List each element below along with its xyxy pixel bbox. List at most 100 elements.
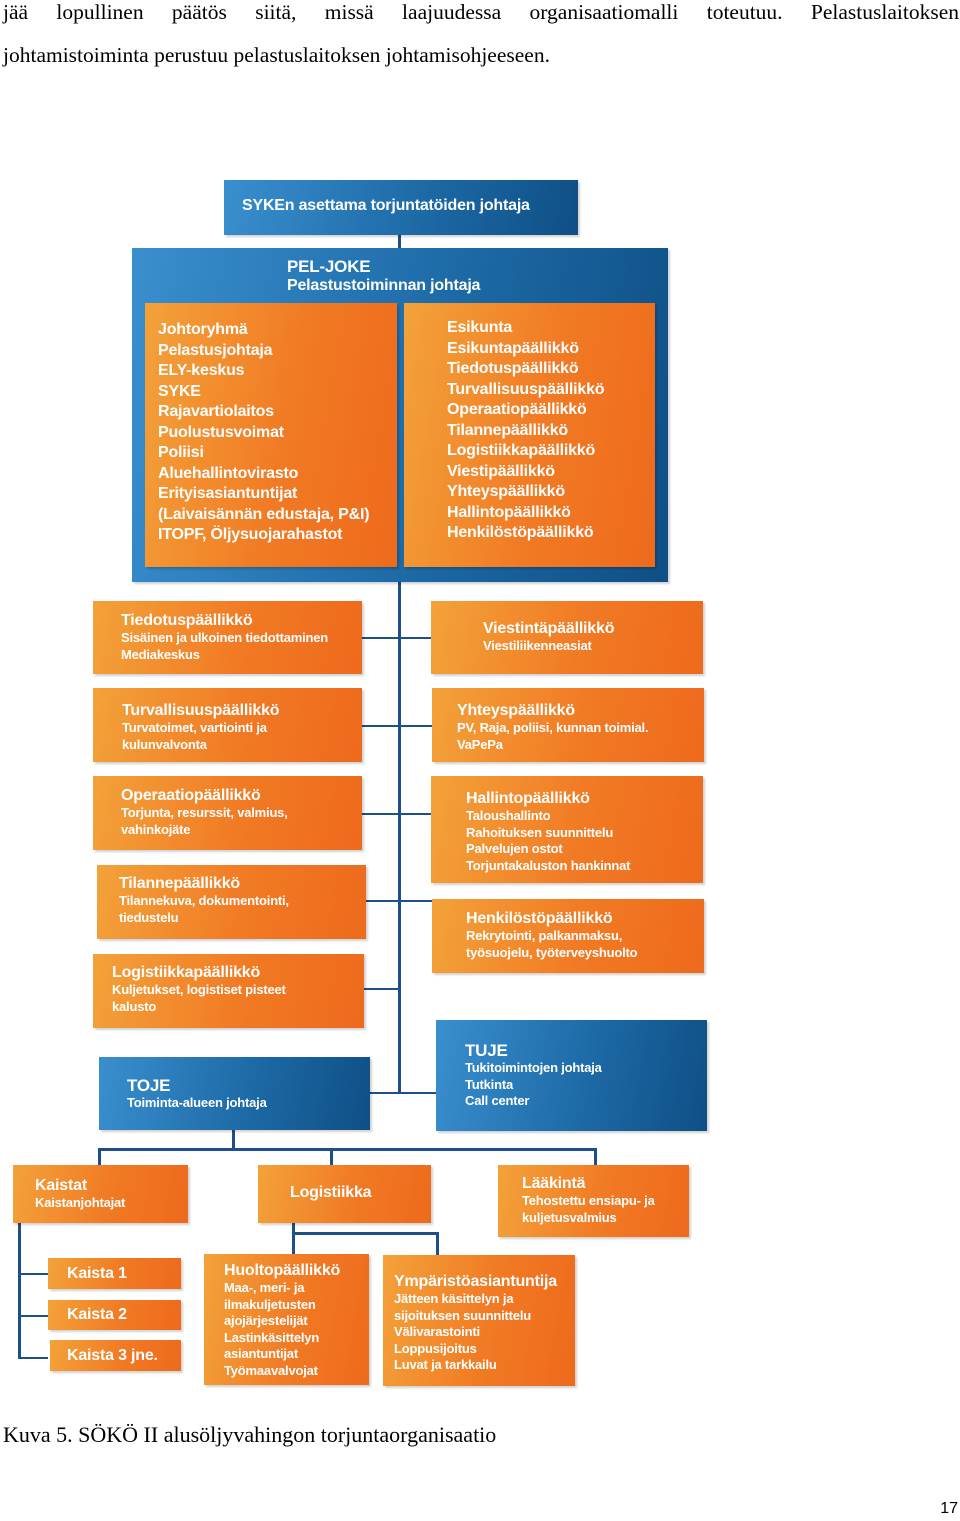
- box-title: Tilannepäällikkö: [119, 875, 240, 892]
- box-title: Kaista 2: [67, 1306, 127, 1323]
- esikunta-item: Esikunta: [447, 319, 513, 336]
- paragraph-line-2: johtamistoiminta perustuu pelastuslaitok…: [3, 43, 550, 67]
- esikunta-item: Esikuntapäällikkö: [447, 339, 579, 357]
- connector-line: [366, 900, 434, 902]
- ymparistoasiantuntija-box: Ympäristöasiantuntija Jätteen käsittelyn…: [383, 1255, 575, 1386]
- connector-line: [292, 1222, 295, 1234]
- box-title: Hallintopäällikkö: [466, 790, 590, 807]
- box-line: Rekrytointi, palkanmaksu,: [466, 928, 623, 943]
- toje-box: TOJE Toiminta-alueen johtaja: [99, 1057, 370, 1130]
- box-title: Henkilöstöpäällikkö: [466, 910, 613, 927]
- johtoryhma-item: SYKE: [158, 382, 201, 400]
- connector-line: [292, 1232, 438, 1235]
- box-line: kulunvalvonta: [122, 736, 207, 752]
- connector-line: [398, 234, 401, 250]
- pel-joke-title: PEL-JOKE: [287, 257, 371, 276]
- box-title: Kaistat: [35, 1177, 87, 1194]
- huoltopaallikko-box: Huoltopäällikkö Maa-, meri- ja ilmakulje…: [204, 1254, 369, 1385]
- connector-line: [18, 1222, 21, 1359]
- box-title: Lääkintä: [522, 1175, 586, 1192]
- logistiikkapaallikko-box: Logistiikkapäällikkö Kuljetukset, logist…: [93, 954, 364, 1028]
- pel-joke-subtitle: Pelastustoiminnan johtaja: [287, 277, 481, 294]
- connector-line: [370, 1092, 438, 1094]
- box-line: Palvelujen ostot: [466, 841, 563, 856]
- operaatiopaallikko-box: Operaatiopäällikkö Torjunta, resurssit, …: [93, 776, 362, 850]
- connector-line: [292, 1232, 295, 1256]
- viestintapaallikko-box: Viestintäpäällikkö Viestiliikenneasiat: [431, 601, 703, 674]
- box-line: Välivarastointi: [394, 1324, 480, 1339]
- kaista-1-box: Kaista 1: [48, 1258, 181, 1289]
- box-line: sijoituksen suunnittelu: [394, 1307, 531, 1323]
- box-title: Turvallisuuspäällikkö: [122, 702, 280, 719]
- box-line: Tilannekuva, dokumentointi,: [119, 893, 289, 908]
- kaista-2-box: Kaista 2: [48, 1300, 181, 1330]
- esikunta-item: Turvallisuuspäällikkö: [447, 380, 605, 398]
- tilannepaallikko-box: Tilannepäällikkö Tilannekuva, dokumentoi…: [97, 865, 366, 939]
- johtoryhma-item: ITOPF, Öljysuojarahastot: [158, 526, 343, 543]
- box-line: Tukitoimintojen johtaja: [465, 1060, 602, 1075]
- johtoryhma-item: Johtoryhmä: [158, 321, 248, 338]
- paragraph-line-1: jää lopullinen päätös siitä, missä laaju…: [3, 0, 959, 24]
- johtoryhma-item: Rajavartiolaitos: [158, 403, 274, 420]
- syke-director-label: SYKEn asettama torjuntatöiden johtaja: [242, 197, 530, 214]
- box-line: Lastinkäsittelyn: [224, 1329, 320, 1345]
- connector-line: [18, 1357, 48, 1359]
- laakinta-box: Lääkintä Tehostettu ensiapu- ja kuljetus…: [498, 1165, 689, 1237]
- johtoryhma-item: Pelastusjohtaja: [158, 341, 273, 359]
- box-title: Ympäristöasiantuntija: [394, 1273, 557, 1290]
- esikunta-item: Tilannepäällikkö: [447, 421, 568, 439]
- box-line: Mediakeskus: [121, 646, 200, 662]
- box-line: Luvat ja tarkkailu: [394, 1357, 497, 1372]
- connector-line: [436, 1232, 439, 1256]
- kaista-3-box: Kaista 3 jne.: [50, 1340, 181, 1371]
- box-line: Kaistanjohtajat: [35, 1195, 126, 1210]
- esikunta-item: Henkilöstöpäällikkö: [447, 524, 594, 541]
- figure-caption: Kuva 5. SÖKÖ II alusöljyvahingon torjunt…: [3, 1422, 497, 1447]
- connector-line: [232, 1130, 235, 1150]
- box-line: kalusto: [112, 998, 157, 1014]
- box-title: Operaatiopäällikkö: [121, 787, 261, 804]
- esikunta-item: Logistiikkapäällikkö: [447, 442, 596, 459]
- box-title: Tiedotuspäällikkö: [121, 612, 253, 629]
- logistiikka-box: Logistiikka: [258, 1165, 431, 1223]
- box-line: Sisäinen ja ulkoinen tiedottaminen: [121, 630, 329, 645]
- tiedotuspaallikko-box: Tiedotuspäällikkö Sisäinen ja ulkoinen t…: [93, 601, 362, 674]
- connector-line: [330, 1148, 333, 1166]
- connector-line: [18, 1273, 48, 1275]
- box-line: Kuljetukset, logistiset pisteet: [112, 982, 286, 997]
- box-line: Maa-, meri- ja: [224, 1280, 305, 1295]
- box-title: Viestintäpäällikkö: [483, 620, 615, 637]
- box-line: ajojärjestelijät: [224, 1313, 308, 1328]
- box-line: ilmakuljetusten: [224, 1296, 316, 1312]
- connector-line: [98, 1148, 596, 1151]
- connector-line: [362, 637, 434, 639]
- box-line: asiantuntijat: [224, 1346, 298, 1361]
- box-title: Logistiikka: [290, 1184, 372, 1201]
- kaistat-box: Kaistat Kaistanjohtajat: [13, 1165, 188, 1223]
- johtoryhma-item: ELY-keskus: [158, 362, 245, 379]
- connector-line: [98, 1148, 101, 1166]
- box-line: Loppusijoitus: [394, 1340, 477, 1356]
- esikunta-item: Tiedotuspäällikkö: [447, 360, 579, 377]
- yhteyspaallikko-box: Yhteyspäällikkö PV, Raja, poliisi, kunna…: [432, 688, 704, 762]
- box-line: Tehostettu ensiapu- ja: [522, 1193, 655, 1208]
- box-title: Logistiikkapäällikkö: [112, 964, 261, 981]
- box-line: vahinkojäte: [121, 821, 191, 837]
- connector-line: [364, 988, 401, 990]
- box-line: Taloushallinto: [466, 808, 551, 823]
- box-line: Toiminta-alueen johtaja: [127, 1095, 267, 1110]
- connector-line: [594, 1148, 597, 1166]
- johtoryhma-box: Johtoryhmä Pelastusjohtaja ELY-keskus SY…: [145, 303, 397, 567]
- box-line: PV, Raja, poliisi, kunnan toimial.: [457, 720, 649, 735]
- hallintopaallikko-box: Hallintopäällikkö Taloushallinto Rahoitu…: [431, 776, 703, 883]
- box-line: Jätteen käsittelyn ja: [394, 1291, 514, 1306]
- esikunta-item: Viestipäällikkö: [447, 462, 555, 480]
- box-line: Viestiliikenneasiat: [483, 638, 592, 653]
- box-line: VaPePa: [457, 736, 503, 752]
- box-title: Kaista 3 jne.: [67, 1347, 158, 1364]
- turvallisuuspaallikko-box: Turvallisuuspäällikkö Turvatoimet, varti…: [93, 688, 362, 762]
- box-line: työsuojelu, työterveyshuolto: [466, 944, 638, 960]
- esikunta-item: Yhteyspäällikkö: [447, 483, 565, 500]
- esikunta-item: Operaatiopäällikkö: [447, 401, 587, 418]
- connector-line: [398, 580, 401, 1093]
